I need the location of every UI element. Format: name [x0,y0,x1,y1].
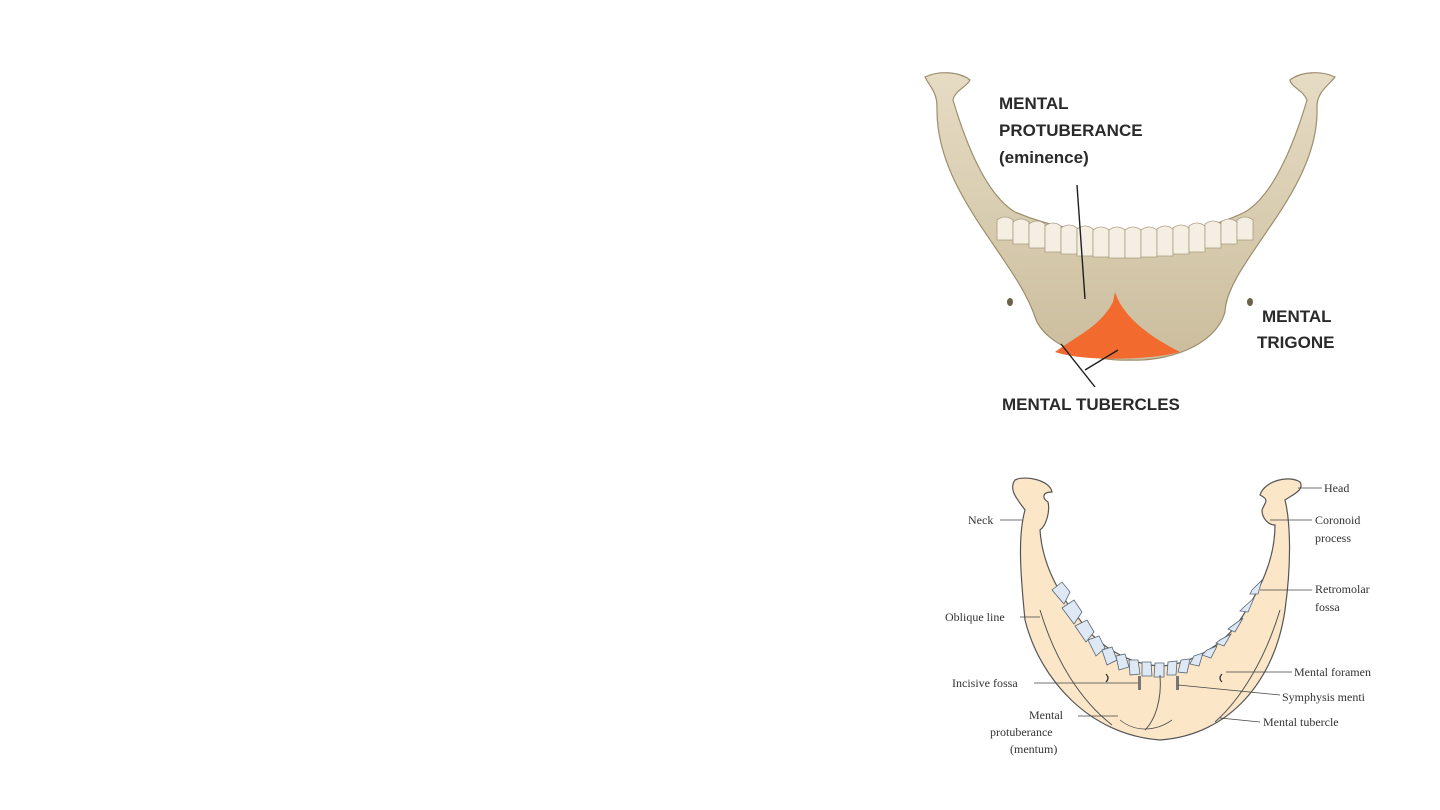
label-tubercles: MENTAL TUBERCLES [1002,395,1180,414]
label-protuberance-2: PROTUBERANCE [999,121,1143,140]
label-coronoid-1: Coronoid [1315,513,1360,527]
mandible-outline [1012,477,1302,741]
protuberance-pointer [1076,184,1086,300]
label-oblique-line: Oblique line [945,610,1005,624]
label-retromolar-1: Retromolar [1315,582,1370,596]
mandible-body [924,72,1336,361]
leader-lines [1000,487,1322,723]
label-trigone-2: TRIGONE [1257,333,1334,352]
mandible-line-drawing: Head Coronoid process Neck Retromolar fo… [945,477,1371,756]
incisive-fossa-right [1176,676,1179,690]
label-neck: Neck [968,513,993,527]
mental-foramen-right-mark [1219,673,1223,683]
label-head: Head [1324,481,1349,495]
label-mental-tubercle: Mental tubercle [1263,715,1339,729]
label-mental-protuberance-3: (mentum) [1010,742,1057,756]
label-protuberance-1: MENTAL [999,94,1069,113]
mental-trigone-area [1055,292,1180,359]
mandible-front-illustration: MENTAL PROTUBERANCE (eminence) MENTAL TR… [924,72,1336,414]
symphysis-line [1144,674,1161,731]
teeth-row [996,216,1254,259]
mandible-labeled-diagram: Head Coronoid process Neck Retromolar fo… [930,470,1410,770]
label-mental-foramen: Mental foramen [1294,665,1371,679]
label-coronoid-2: process [1315,531,1351,545]
label-mental-protuberance-2: protuberance [990,725,1053,739]
label-symphysis-menti: Symphysis menti [1282,690,1366,704]
teeth-arch [1051,578,1263,678]
label-incisive-fossa: Incisive fossa [952,676,1018,690]
label-trigone-1: MENTAL [1262,307,1332,326]
label-protuberance-3: (eminence) [999,148,1089,167]
tubercle-pointer-right [1084,349,1119,371]
mental-foramen-right [1247,298,1253,306]
mental-trigone-figure: MENTAL PROTUBERANCE (eminence) MENTAL TR… [915,62,1365,422]
label-retromolar-2: fossa [1315,600,1340,614]
incisive-fossa-left [1138,676,1141,690]
mental-protuberance-curve [1119,719,1173,730]
mental-foramen-left-mark [1105,673,1109,683]
tubercle-pointer-left [1060,343,1096,388]
label-mental-protuberance-1: Mental [1029,708,1064,722]
oblique-line-right [1214,609,1281,723]
mental-foramen-left [1007,298,1013,306]
